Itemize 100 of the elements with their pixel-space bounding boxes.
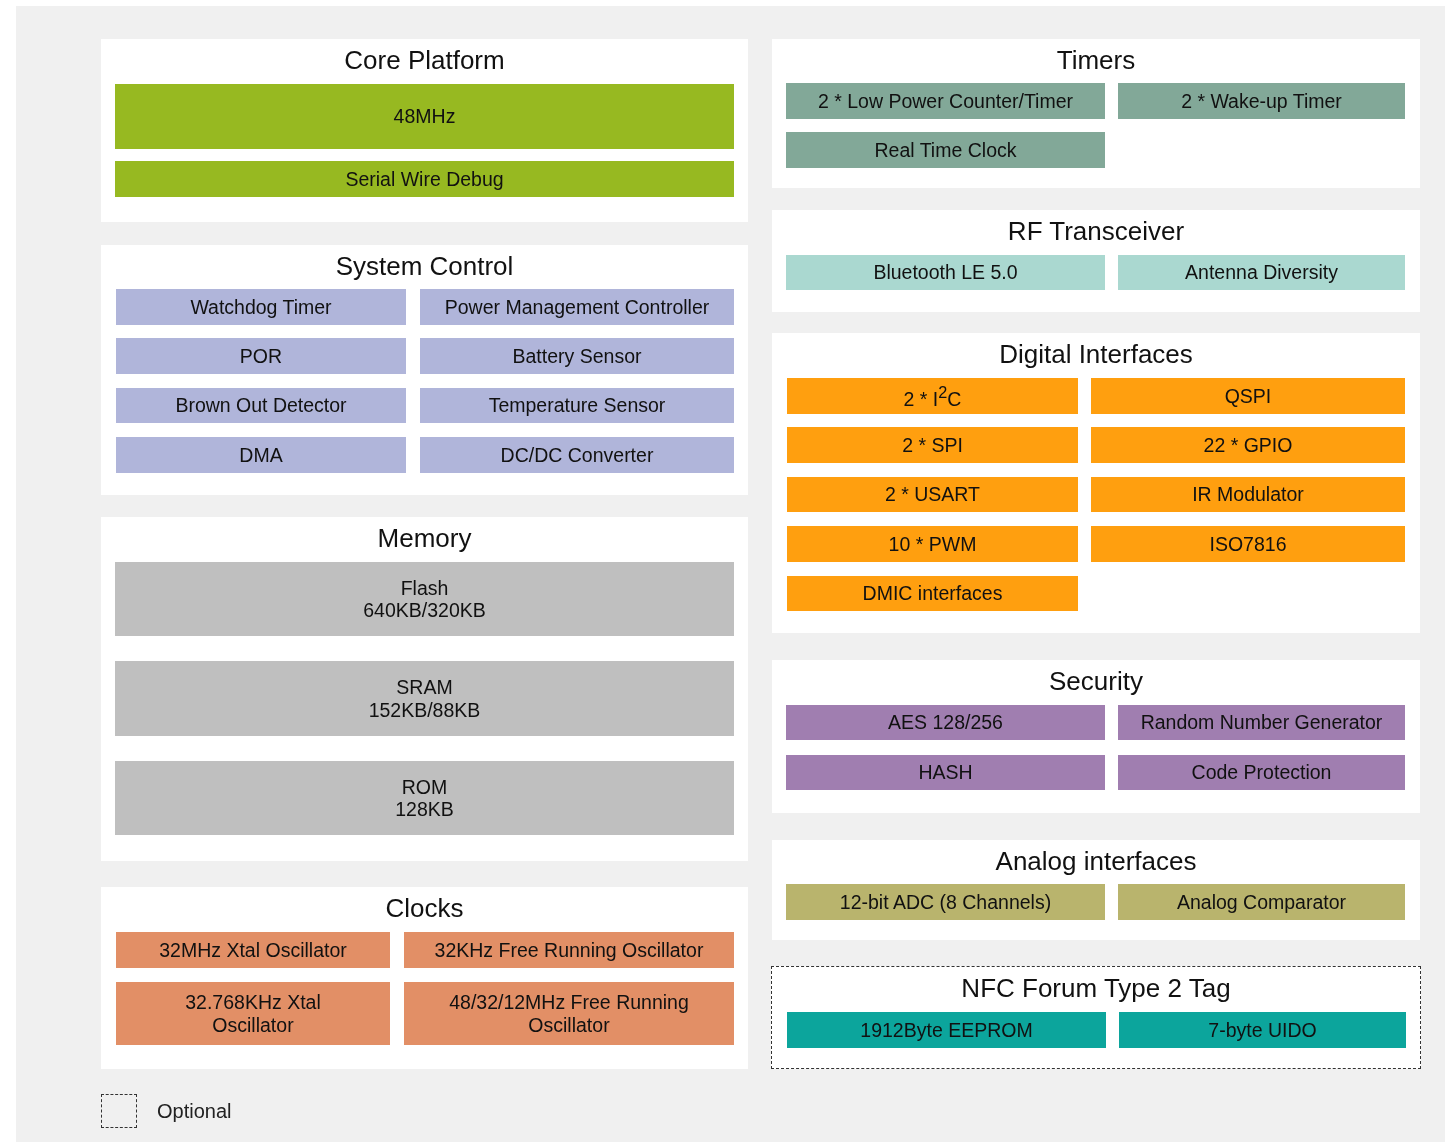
group-title: System Control [334,251,515,282]
group-title: NFC Forum Type 2 Tag [960,973,1232,1004]
module-block [1091,378,1405,414]
group-panel [772,840,1420,940]
module-label: 2 * SPI [902,433,963,457]
module-block [787,576,1078,611]
module-label: 22 * GPIO [1203,433,1293,457]
module-label: 32MHz Xtal Oscillator [159,938,347,962]
module-label: DMA [239,443,283,467]
module-label: 32KHz Free Running Oscillator [434,938,704,962]
module-label: 48MHz [393,105,456,128]
module-block [787,427,1078,463]
group-title: Core Platform [343,45,506,76]
module-label: ROM [401,775,448,798]
module-label: 10 * PWM [888,532,977,556]
group-title: Clocks [384,893,465,924]
module-block [787,477,1078,512]
module-block [786,132,1105,168]
module-label: 1912Byte EEPROM [860,1018,1033,1042]
group-title: Security [1048,666,1144,697]
group-panel [772,333,1420,633]
module-label: 2 * USART [885,483,980,506]
module-label: HASH [918,761,973,784]
module-label: AES 128/256 [888,711,1003,734]
module-block [404,932,734,968]
module-label: IR Modulator [1192,483,1304,506]
module-block [420,388,734,423]
module-label: 152KB/88KB [368,698,481,721]
module-block [786,255,1105,290]
module-block [116,388,406,423]
module-label: Analog Comparator [1176,890,1347,914]
module-block [787,378,1078,414]
module-label: DC/DC Converter [500,443,654,467]
module-block [1091,477,1405,512]
group-panel [101,517,748,861]
module-block [1091,427,1405,463]
module-block [115,761,734,835]
module-label: 2 * I$^{2}$C [903,382,962,410]
module-label: Battery Sensor [512,344,642,368]
module-block [1118,755,1405,790]
module-block [787,526,1078,562]
module-block [420,338,734,374]
module-block [1118,83,1405,119]
group-panel [101,245,748,495]
module-label: Temperature Sensor [488,394,666,417]
module-label: QSPI [1224,384,1272,408]
module-block [404,982,734,1045]
module-block [1118,255,1405,290]
module-block [787,1012,1106,1048]
module-block [1091,526,1405,562]
module-block [115,84,734,149]
module-block [115,161,734,197]
module-block [115,661,734,736]
module-block [116,982,390,1045]
group-title: Memory [376,523,473,554]
module-label: Watchdog Timer [190,295,332,319]
module-block [786,884,1105,920]
group-panel [101,39,748,222]
module-label: DMIC interfaces [862,582,1003,605]
module-block [116,338,406,374]
module-block [116,437,406,473]
module-label: 12-bit ADC (8 Channels) [839,890,1052,914]
group-title: Analog interfaces [994,846,1198,877]
module-label: Bluetooth LE 5.0 [873,261,1018,284]
module-label: Brown Out Detector [175,394,347,417]
module-block [115,562,734,636]
module-block [420,289,734,325]
module-label: POR [239,344,283,368]
module-label: Real Time Clock [874,138,1017,162]
group-panel [772,210,1420,312]
module-label: ISO7816 [1209,532,1287,556]
group-title: Digital Interfaces [998,339,1194,370]
module-block [1118,705,1405,740]
group-panel [772,39,1420,188]
module-label: Flash [400,576,449,599]
module-label: 32.768KHz Xtal Oscillator [184,991,322,1036]
group-title: Timers [1055,45,1137,76]
module-label: SRAM [396,676,453,699]
module-block [786,755,1105,790]
module-block [1119,1012,1406,1048]
group-panel [772,660,1420,813]
legend-text: Optional [157,1100,232,1123]
module-label: 7-byte UIDO [1208,1018,1317,1042]
group-title: RF Transceiver [1006,216,1186,247]
module-label: 48/32/12MHz Free Running Oscillator [448,991,690,1036]
module-block [1118,884,1405,920]
module-block [786,705,1105,740]
module-block [116,289,406,325]
module-label: Power Management Controller [444,295,710,319]
module-label: 2 * Low Power Counter/Timer [817,89,1073,113]
module-label: Serial Wire Debug [345,167,504,191]
module-block [116,932,390,968]
optional-group-panel [771,966,1421,1069]
module-label: 2 * Wake-up Timer [1181,89,1342,113]
module-label: Code Protection [1191,761,1332,784]
module-block [786,83,1105,119]
module-label: Antenna Diversity [1185,261,1338,284]
module-block [420,437,734,473]
module-label: 640KB/320KB [363,599,486,622]
module-label: Random Number Generator [1140,711,1383,734]
